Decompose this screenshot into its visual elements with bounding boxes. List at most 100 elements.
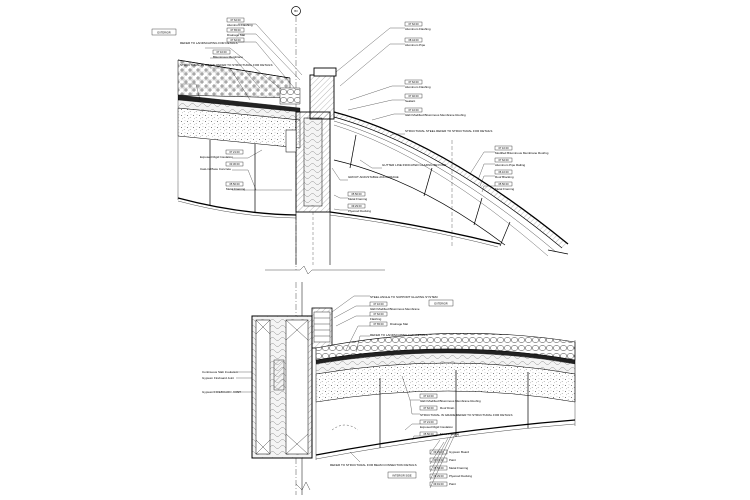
callout: REFER TO LANDSCAPING FOR DETAILS: [180, 41, 238, 45]
svg-text:REFER TO LANDSCAPING FOR DETAI: REFER TO LANDSCAPING FOR DETAILS: [370, 333, 428, 337]
svg-text:Gypsum Board: Gypsum Board: [449, 450, 469, 454]
callout: 09 91 00 Paint: [429, 457, 456, 463]
svg-text:Cast-in-Place Concrete: Cast-in-Place Concrete: [200, 167, 231, 171]
lower-section-view: EXTERIOR: [236, 282, 576, 495]
svg-text:Roof Blocking: Roof Blocking: [495, 175, 514, 179]
lower-top-callouts: STEEL ANGLE TO SUPPORT GLAZING SYSTEM 07…: [369, 295, 438, 337]
svg-text:07 62 00: 07 62 00: [498, 158, 509, 162]
svg-text:Sealant: Sealant: [405, 99, 415, 103]
svg-text:07 65 00: 07 65 00: [373, 322, 384, 326]
svg-text:Plywood Decking: Plywood Decking: [449, 474, 472, 478]
callout: GROUT ADJUSTABLE ANCHORAGE: [348, 175, 399, 179]
svg-text:Metal Framing: Metal Framing: [495, 187, 515, 191]
lower-exterior-text: EXTERIOR: [434, 302, 447, 306]
callout: STEEL ANGLE TO SUPPORT GLAZING SYSTEM: [370, 295, 438, 299]
svg-text:07 10 00: 07 10 00: [408, 108, 419, 112]
svg-text:GROUT ADJUSTABLE ANCHORAGE: GROUT ADJUSTABLE ANCHORAGE: [348, 175, 399, 179]
svg-text:Gypsum Fireboard Joint: Gypsum Fireboard Joint: [202, 376, 234, 380]
left-ceiling-curve: [177, 197, 297, 216]
svg-text:Paint: Paint: [449, 458, 456, 462]
svg-text:Paint: Paint: [449, 482, 456, 486]
svg-text:Aluminum Flashing: Aluminum Flashing: [405, 27, 431, 31]
svg-text:Aluminum Pipe Railing: Aluminum Pipe Railing: [495, 163, 526, 167]
svg-text:Exposed Rigid Insulation: Exposed Rigid Insulation: [420, 425, 453, 429]
svg-text:05 50 00: 05 50 00: [423, 432, 434, 436]
svg-text:REFER TO STRUCTURAL FOR BEAM C: REFER TO STRUCTURAL FOR BEAM CONNECTION …: [330, 463, 417, 467]
grid-bubble-text: B3: [294, 9, 298, 13]
svg-text:05 50 00: 05 50 00: [433, 466, 444, 470]
svg-text:07 62 00: 07 62 00: [423, 406, 434, 410]
svg-text:07 10 00: 07 10 00: [498, 146, 509, 150]
callout: STRUCTURAL STEEL REFER TO STRUCTURAL FOR…: [405, 129, 492, 133]
upper-center-callouts: GUTTER LINE INDICATED GLAZING BEYOND GRO…: [347, 163, 447, 213]
svg-text:09 91 00: 09 91 00: [433, 458, 444, 462]
svg-text:GUTTER LINE INDICATED GLAZING: GUTTER LINE INDICATED GLAZING BEYOND: [382, 163, 447, 167]
central-column: [285, 67, 337, 265]
svg-text:07 92 00: 07 92 00: [408, 94, 419, 98]
svg-text:05 50 00: 05 50 00: [498, 182, 509, 186]
svg-text:STRUCTURAL STEEL REFER TO STRU: STRUCTURAL STEEL REFER TO STRUCTURAL FOR…: [405, 129, 492, 133]
svg-text:Metal Framing: Metal Framing: [348, 197, 368, 201]
svg-text:07 10 00: 07 10 00: [373, 302, 384, 306]
grass-line: [177, 59, 291, 79]
svg-text:07 62 00: 07 62 00: [230, 38, 241, 42]
svg-text:Exposed Rigid Insulation: Exposed Rigid Insulation: [200, 155, 233, 159]
svg-text:STEEL ANGLE TO SUPPORT GLAZING: STEEL ANGLE TO SUPPORT GLAZING SYSTEM: [370, 295, 438, 299]
svg-text:07 21 00: 07 21 00: [423, 420, 434, 424]
lower-leaders: [236, 295, 457, 489]
svg-text:REFER TO LANDSCAPING FOR DETAI: REFER TO LANDSCAPING FOR DETAILS: [180, 41, 238, 45]
svg-text:06 10 00: 06 10 00: [498, 170, 509, 174]
svg-text:GEN Modified Bituminous Membra: GEN Modified Bituminous Membrane Roofing: [405, 113, 466, 117]
svg-text:03 30 00: 03 30 00: [229, 162, 240, 166]
upper-exterior-text: EXTERIOR: [157, 31, 170, 35]
svg-text:09 29 00: 09 29 00: [433, 450, 444, 454]
callout: Gypsum/FIREBOARD JOINT: [202, 390, 241, 394]
svg-text:09 29 00: 09 29 00: [351, 204, 362, 208]
lower-concrete-slab: [315, 362, 576, 403]
svg-text:Aluminum Flashing: Aluminum Flashing: [405, 85, 431, 89]
svg-text:Metal Framing: Metal Framing: [226, 187, 246, 191]
svg-text:Aluminum Flashing: Aluminum Flashing: [227, 23, 253, 27]
upper-right-leaders: [331, 27, 495, 211]
svg-text:Metal Framing: Metal Framing: [449, 466, 469, 470]
svg-text:Gypsum/FIREBOARD JOINT: Gypsum/FIREBOARD JOINT: [202, 390, 241, 394]
lower-ceiling-curve: [315, 419, 576, 456]
lower-left-callouts: Continuous Slab Insulation Gypsum Firebo…: [202, 370, 241, 394]
svg-text:08 44 00: 08 44 00: [408, 38, 419, 42]
svg-text:STRUCTURAL IN GRADE REFER TO S: STRUCTURAL IN GRADE REFER TO STRUCTURAL …: [180, 63, 272, 67]
interior-side-label: INTERIOR SIDE: [387, 471, 417, 479]
svg-text:07 62 00: 07 62 00: [408, 22, 419, 26]
svg-text:09 91 00: 09 91 00: [433, 482, 444, 486]
svg-text:07 21 00: 07 21 00: [229, 150, 240, 154]
callout: 07 62 00: [226, 37, 245, 43]
callout: STRUCTURAL IN GRADE REFER TO STRUCTURAL …: [180, 63, 272, 67]
callout: Gypsum Fireboard Joint: [202, 376, 234, 380]
svg-text:07 10 00: 07 10 00: [216, 50, 227, 54]
svg-text:09 29 00: 09 29 00: [433, 474, 444, 478]
svg-text:05 50 00: 05 50 00: [351, 192, 362, 196]
svg-text:Drainage Mat: Drainage Mat: [227, 33, 245, 37]
svg-text:05 50 00: 05 50 00: [229, 182, 240, 186]
callout: GUTTER LINE INDICATED GLAZING BEYOND: [382, 163, 447, 167]
upper-exterior-label: EXTERIOR: [151, 28, 177, 36]
